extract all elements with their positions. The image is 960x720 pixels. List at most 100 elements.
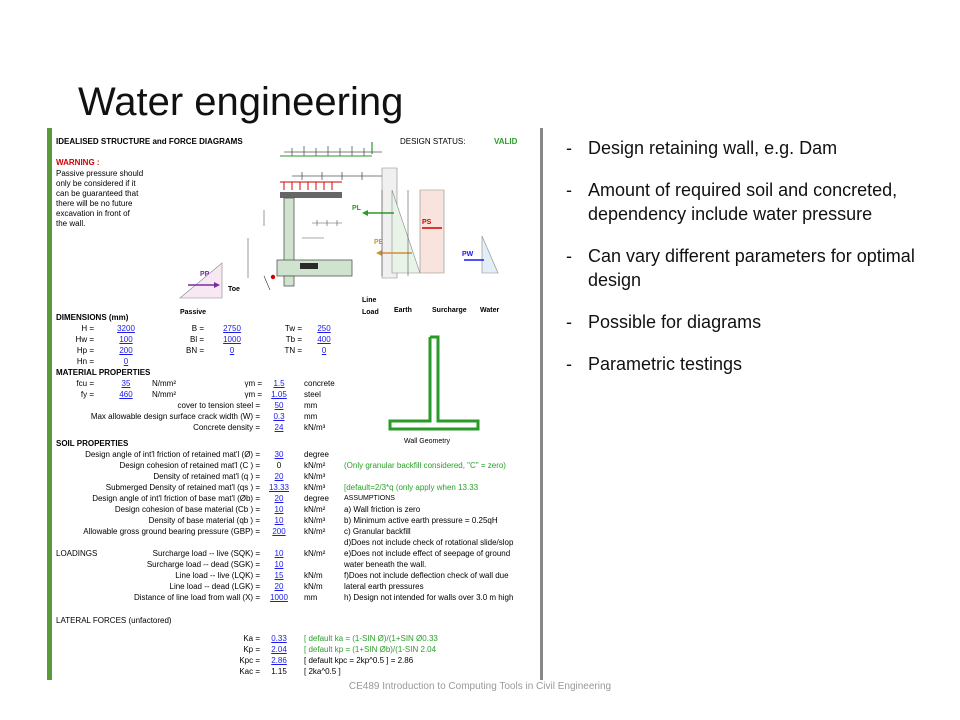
dim-value[interactable]: 1000 [223,335,241,344]
soil-row-value[interactable]: 13.33 [268,483,290,492]
soil-row-value[interactable]: 20 [274,494,284,503]
load-row-value[interactable]: 1000 [270,593,288,602]
water-label: Water [480,307,499,314]
dim-value[interactable]: 400 [317,335,331,344]
lat-row-value: 1.15 [271,667,287,676]
load-row-value[interactable]: 15 [274,571,284,580]
dim-value[interactable]: 0 [229,346,235,355]
dimensions-title: DIMENSIONS (mm) [56,313,129,322]
dim-label: Tw = [284,324,302,333]
lateral-title: LATERAL FORCES (unfactored) [56,616,172,625]
gm2-value[interactable]: 1.05 [271,390,287,399]
lat-row-note: [ 2ka^0.5 ] [304,667,341,676]
lat-row-note: [ default kpc = 2kp^0.5 ] = 2.86 [304,656,414,665]
assumption-line: h) Design not intended for walls over 3.… [344,593,514,602]
pl-label: PL [352,205,362,212]
bullet-text: Amount of required soil and concreted, d… [588,180,898,224]
load-label: Load [362,309,379,316]
surcharge-shape [419,189,445,274]
slide-footer: CE489 Introduction to Computing Tools in… [348,681,612,692]
dim-label: Hp = [76,346,94,355]
dim-value[interactable]: 250 [317,324,331,333]
soil-row-label: Density of base material (qb ) = [148,516,260,525]
soil-row-unit: degree [304,494,329,503]
lat-row-value[interactable]: 0.33 [271,634,287,643]
assumption-line: b) Minimum active earth pressure = 0.25q… [344,516,498,525]
load-row-unit: kN/m [304,571,323,580]
mat-row-label: cover to tension steel = [177,401,261,410]
dim-value[interactable]: 200 [119,346,133,355]
pe-label: PE [374,239,384,246]
top-slab [280,192,342,198]
lat-row-value[interactable]: 2.04 [271,645,287,654]
assumption-line: d)Does not include check of rotational s… [344,538,514,547]
fcu-label: fcu = [76,379,94,388]
assumption-line: e)Does not include effect of seepage of … [344,549,511,558]
soil-row-value[interactable]: 200 [272,527,286,536]
fcu-value[interactable]: 35 [121,379,131,388]
fcu-unit: N/mm² [152,379,176,388]
toe-dot [270,274,276,280]
gm1-value[interactable]: 1.5 [273,379,285,388]
bullet-item: -Amount of required soil and concreted, … [566,180,898,224]
mat-row-value[interactable]: 0.3 [273,412,285,421]
lat-row-note: [ default ka = (1-SIN Ø)/(1+SIN Ø0.33 [304,634,438,643]
force-diagram: PP PL PE PS PW Passive Toe Line Load Ear… [179,142,499,316]
soil-row-value[interactable]: 10 [274,505,284,514]
load-row-value[interactable]: 10 [274,560,284,569]
assumption-line: c) Granular backfill [344,527,411,536]
water-triangle [481,235,499,274]
mat-row-unit: kN/m³ [304,423,326,432]
load-row-label: Surcharge load -- live (SQK) = [152,549,260,558]
soil-row-value[interactable]: 20 [274,472,284,481]
load-row-label: Distance of line load from wall (X) = [133,593,260,602]
sheet-header: IDEALISED STRUCTURE and FORCE DIAGRAMS [56,137,243,146]
dim-label: Bl = [189,335,204,344]
gm2-unit: steel [304,390,321,399]
dim-label: Hw = [75,335,94,344]
soil-row-unit: kN/m³ [304,472,326,481]
dim-value[interactable]: 100 [119,335,133,344]
ps-label: PS [422,219,432,226]
assumption-line: water beneath the wall. [344,560,427,569]
soil-row-value[interactable]: 30 [274,450,284,459]
lat-row-value[interactable]: 2.86 [271,656,287,665]
line-label: Line [362,297,376,304]
assumption-line: a) Wall friction is zero [344,505,421,514]
dim-value[interactable]: 0 [321,346,327,355]
gm1-label: γm = [244,379,262,388]
lat-row-label: Kac = [239,667,260,676]
slide-title: Water engineering [78,80,404,124]
bullet-text: Can vary different parameters for optima… [588,246,915,290]
pp-label: PP [200,271,210,278]
wall-geometry-diagram: Wall Geometry [388,335,480,445]
warning-line: Passive pressure should [56,169,144,178]
pw-label: PW [462,251,474,258]
load-row-value[interactable]: 20 [274,582,284,591]
toe-label: Toe [228,286,240,293]
dim-value[interactable]: 2750 [223,324,241,333]
warning-line: only be considered if it [56,179,136,188]
bullet-text: Parametric testings [588,354,743,374]
soil-row-value[interactable]: 0 [276,461,282,470]
dim-value[interactable]: 3200 [117,324,135,333]
gm1-unit: concrete [304,379,335,388]
dim-label: Tb = [285,335,302,344]
mat-row-value[interactable]: 50 [274,401,284,410]
dim-value[interactable]: 0 [123,357,129,366]
fy-value[interactable]: 460 [119,390,133,399]
bullet-item: -Design retaining wall, e.g. Dam [566,138,838,158]
load-row-unit: mm [304,593,318,602]
load-row-value[interactable]: 10 [274,549,284,558]
soil-title: SOIL PROPERTIES [56,439,129,448]
soil-row-unit: kN/m² [304,527,326,536]
wall-geometry-label: Wall Geometry [404,438,451,445]
soil-row-value[interactable]: 10 [274,516,284,525]
warning-line: excavation in front of [56,209,130,218]
lat-row-label: Kpc = [239,656,260,665]
fy-label: fy = [80,390,94,399]
mat-row-value[interactable]: 24 [274,423,284,432]
lat-row-note: [ default kp = (1+SIN Øb)/(1-SIN 2.04 [304,645,437,654]
bullet-text: Possible for diagrams [588,312,762,332]
bullet-item: -Can vary different parameters for optim… [566,246,915,290]
